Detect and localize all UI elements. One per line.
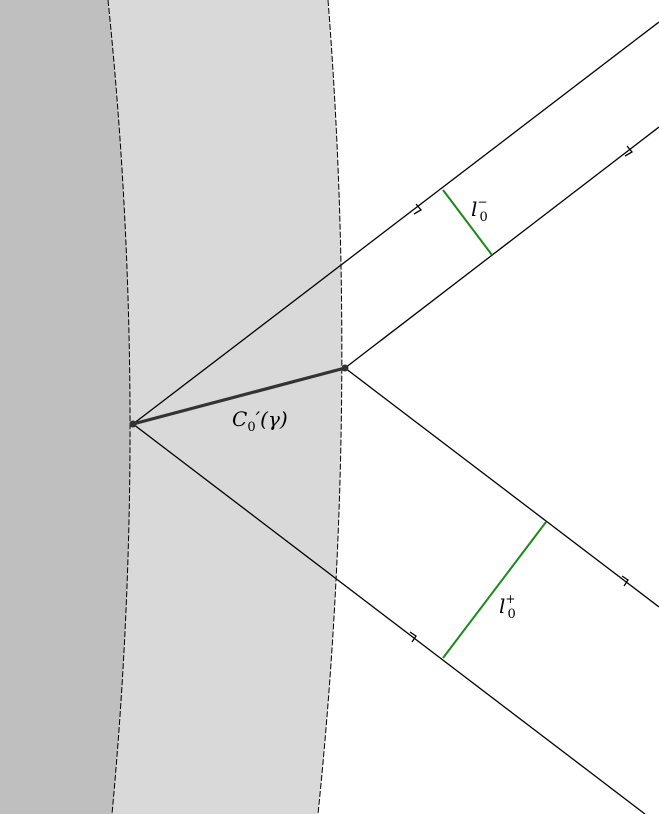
label-l-minus-sub: 0 [479,210,487,225]
label-l0-minus: l−0 [471,195,488,225]
width-marker-l-minus [442,189,493,256]
right-boundary-curve [317,0,343,814]
arrow-lower-outer-ray [409,631,417,643]
width-marker-l-plus [442,521,547,659]
arrow-lower-inner-ray [621,575,629,587]
lower-ray-from-left-vertex [132,423,646,814]
arrow-upper-inner-ray [624,145,633,157]
upper-ray-from-right-vertex [344,126,659,369]
right-vertex-point [341,364,349,372]
label-l-plus-sub: 0 [507,607,515,622]
label-c0-main: C [232,407,247,431]
label-c0-rest: ′(γ) [256,407,288,431]
label-l-plus-main: l [499,594,505,618]
label-c0-gamma: C0′(γ) [232,407,288,435]
outer-shaded-region [0,0,131,814]
label-l0-plus: l+0 [499,592,516,622]
inner-shaded-band [108,0,342,814]
lower-ray-from-right-vertex [344,367,659,608]
label-l-plus-sup: + [505,592,515,606]
label-l-minus-sup: − [477,195,487,209]
segment-c0-gamma [132,366,346,426]
label-l-minus-main: l [471,197,477,221]
label-c0-sub: 0 [247,420,255,435]
left-boundary-curve [107,0,131,814]
upper-ray-from-left-vertex [132,21,659,425]
arrow-upper-outer-ray [413,203,422,215]
left-vertex-point [129,420,137,428]
